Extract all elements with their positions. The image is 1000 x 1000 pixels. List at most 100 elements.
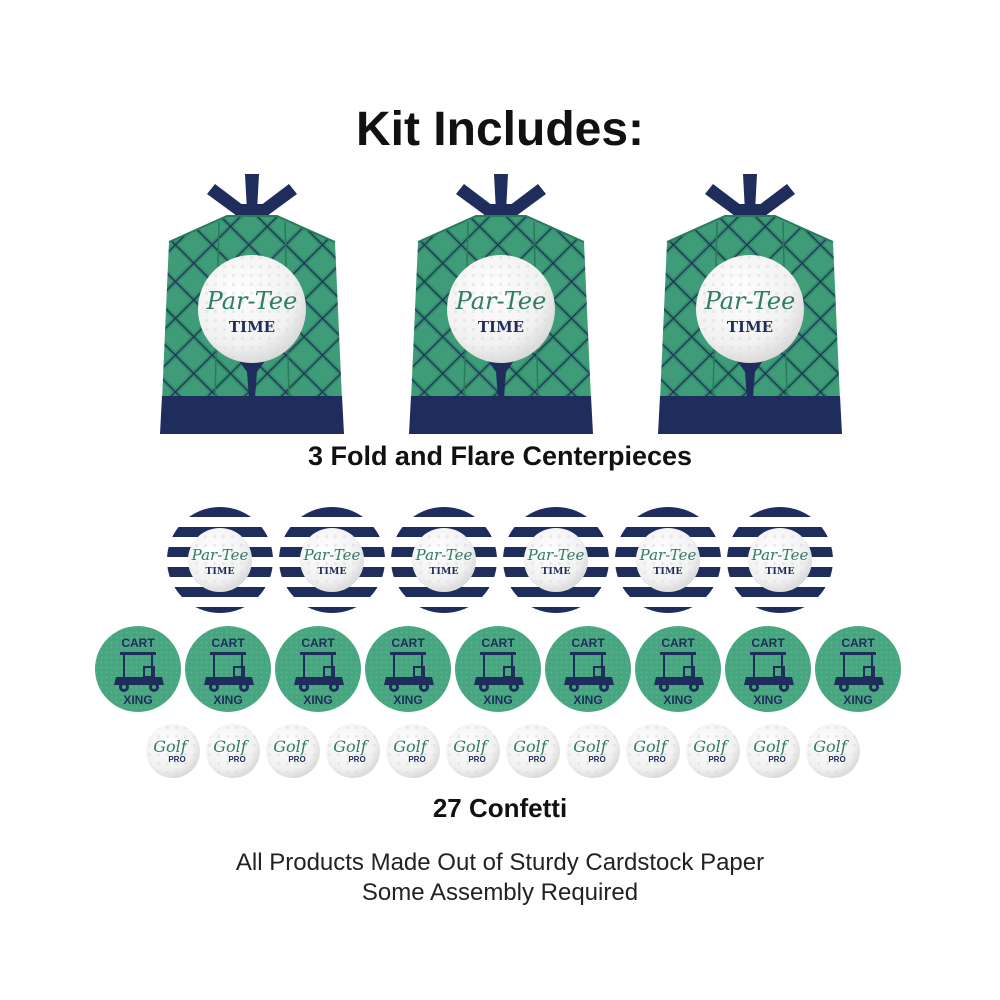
time-text: TIME: [229, 318, 275, 336]
bow-icon: [705, 174, 795, 218]
golf-text: Golf: [333, 737, 370, 756]
time-text: TIME: [727, 318, 773, 336]
cart-text: CART: [211, 636, 245, 650]
time-text: TIME: [205, 566, 234, 577]
golf-cart-icon: [474, 652, 524, 692]
xing-text: XING: [843, 693, 872, 707]
xing-text: XING: [303, 693, 332, 707]
time-text: TIME: [765, 566, 794, 577]
kit-includes-heading: Kit Includes:: [355, 103, 645, 156]
confetti-caption: 27 Confetti: [432, 793, 568, 823]
cardstock-note: All Products Made Out of Sturdy Cardstoc…: [235, 849, 765, 876]
pro-text: PRO: [588, 755, 605, 764]
cart-text: CART: [121, 636, 155, 650]
cart-xing-confetti: CART XING: [635, 626, 721, 712]
golf-text: Golf: [453, 737, 490, 756]
golf-ball-icon: [447, 255, 555, 363]
cart-text: CART: [661, 636, 695, 650]
golf-text: Golf: [213, 737, 250, 756]
golf-tee-icon: [237, 358, 267, 398]
golf-cart-icon: [204, 652, 254, 692]
par-tee-text: Par-Tee: [191, 546, 249, 564]
pro-text: PRO: [288, 755, 305, 764]
golf-cart-icon: [564, 652, 614, 692]
cart-text: CART: [751, 636, 785, 650]
golf-cart-icon: [294, 652, 344, 692]
golf-text: Golf: [813, 737, 850, 756]
golf-cart-icon: [834, 652, 884, 692]
assembly-note: Some Assembly Required: [361, 879, 639, 906]
golf-ball-icon: [198, 255, 306, 363]
time-text: TIME: [478, 318, 524, 336]
cart-text: CART: [841, 636, 875, 650]
golf-tee-icon: [486, 358, 516, 398]
pro-text: PRO: [468, 755, 485, 764]
par-tee-text: Par-Tee: [415, 546, 473, 564]
cart-text: CART: [301, 636, 335, 650]
time-text: TIME: [541, 566, 570, 577]
golf-cart-icon: [114, 652, 164, 692]
golf-text: Golf: [273, 737, 310, 756]
pro-text: PRO: [708, 755, 725, 764]
golf-text: Golf: [753, 737, 790, 756]
xing-text: XING: [483, 693, 512, 707]
golf-cart-icon: [744, 652, 794, 692]
cart-text: CART: [571, 636, 605, 650]
pro-text: PRO: [648, 755, 665, 764]
pro-text: PRO: [408, 755, 425, 764]
cart-xing-confetti: CART XING: [365, 626, 451, 712]
pro-text: PRO: [348, 755, 365, 764]
pro-text: PRO: [768, 755, 785, 764]
cart-xing-confetti: CART XING: [545, 626, 631, 712]
pro-text: PRO: [528, 755, 545, 764]
pro-text: PRO: [228, 755, 245, 764]
xing-text: XING: [393, 693, 422, 707]
par-tee-text: Par-Tee: [303, 546, 361, 564]
golf-text: Golf: [693, 737, 730, 756]
golf-text: Golf: [573, 737, 610, 756]
pro-text: PRO: [828, 755, 845, 764]
cart-text: CART: [391, 636, 425, 650]
cart-xing-confetti: CART XING: [455, 626, 541, 712]
golf-cart-icon: [654, 652, 704, 692]
xing-text: XING: [663, 693, 692, 707]
golf-text: Golf: [513, 737, 550, 756]
xing-text: XING: [123, 693, 152, 707]
cart-xing-confetti: CART XING: [815, 626, 901, 712]
pro-text: PRO: [168, 755, 185, 764]
par-tee-text: Par-Tee: [704, 287, 796, 315]
golf-cart-icon: [384, 652, 434, 692]
par-tee-text: Par-Tee: [751, 546, 809, 564]
xing-text: XING: [573, 693, 602, 707]
time-text: TIME: [653, 566, 682, 577]
bow-icon: [456, 174, 546, 218]
par-tee-text: Par-Tee: [639, 546, 697, 564]
golf-tee-icon: [735, 358, 765, 398]
par-tee-text: Par-Tee: [527, 546, 585, 564]
par-tee-text: Par-Tee: [455, 287, 547, 315]
cart-text: CART: [481, 636, 515, 650]
golf-text: Golf: [633, 737, 670, 756]
